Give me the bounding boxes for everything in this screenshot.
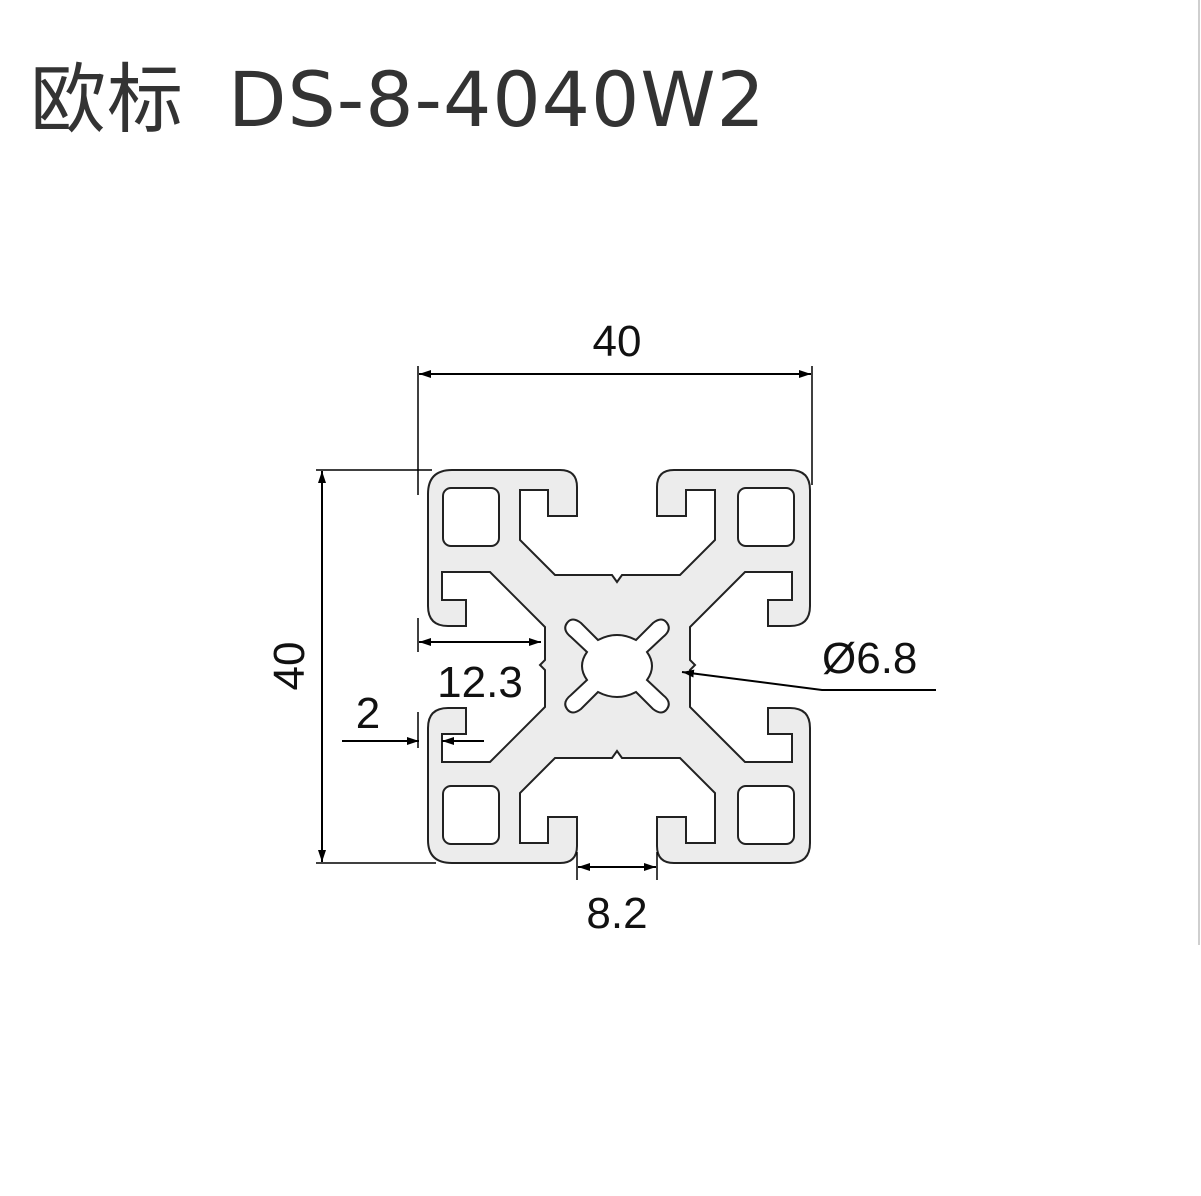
center-hole bbox=[564, 618, 670, 714]
height-dimension-label: 40 bbox=[265, 642, 314, 691]
corner-cavity-top-left bbox=[442, 487, 500, 547]
profile-cross-section bbox=[427, 469, 811, 864]
wall-thickness-label: 2 bbox=[356, 689, 380, 738]
corner-cavity-bottom-right bbox=[737, 785, 795, 845]
standard-label: 欧标 bbox=[30, 55, 184, 144]
model-code: DS-8-4040W2 bbox=[228, 55, 766, 144]
corner-cavity-top-right bbox=[737, 487, 795, 547]
corner-cavity-bottom-left bbox=[442, 785, 500, 845]
slot-depth-label: 12.3 bbox=[437, 658, 523, 707]
hole-diameter-label: Ø6.8 bbox=[822, 634, 917, 683]
page-edge-rule bbox=[1198, 0, 1200, 945]
slot-opening-label: 8.2 bbox=[586, 889, 647, 938]
hole-diameter-leader bbox=[681, 669, 936, 691]
extension-lines bbox=[316, 366, 813, 880]
width-dimension-label: 40 bbox=[593, 317, 642, 366]
